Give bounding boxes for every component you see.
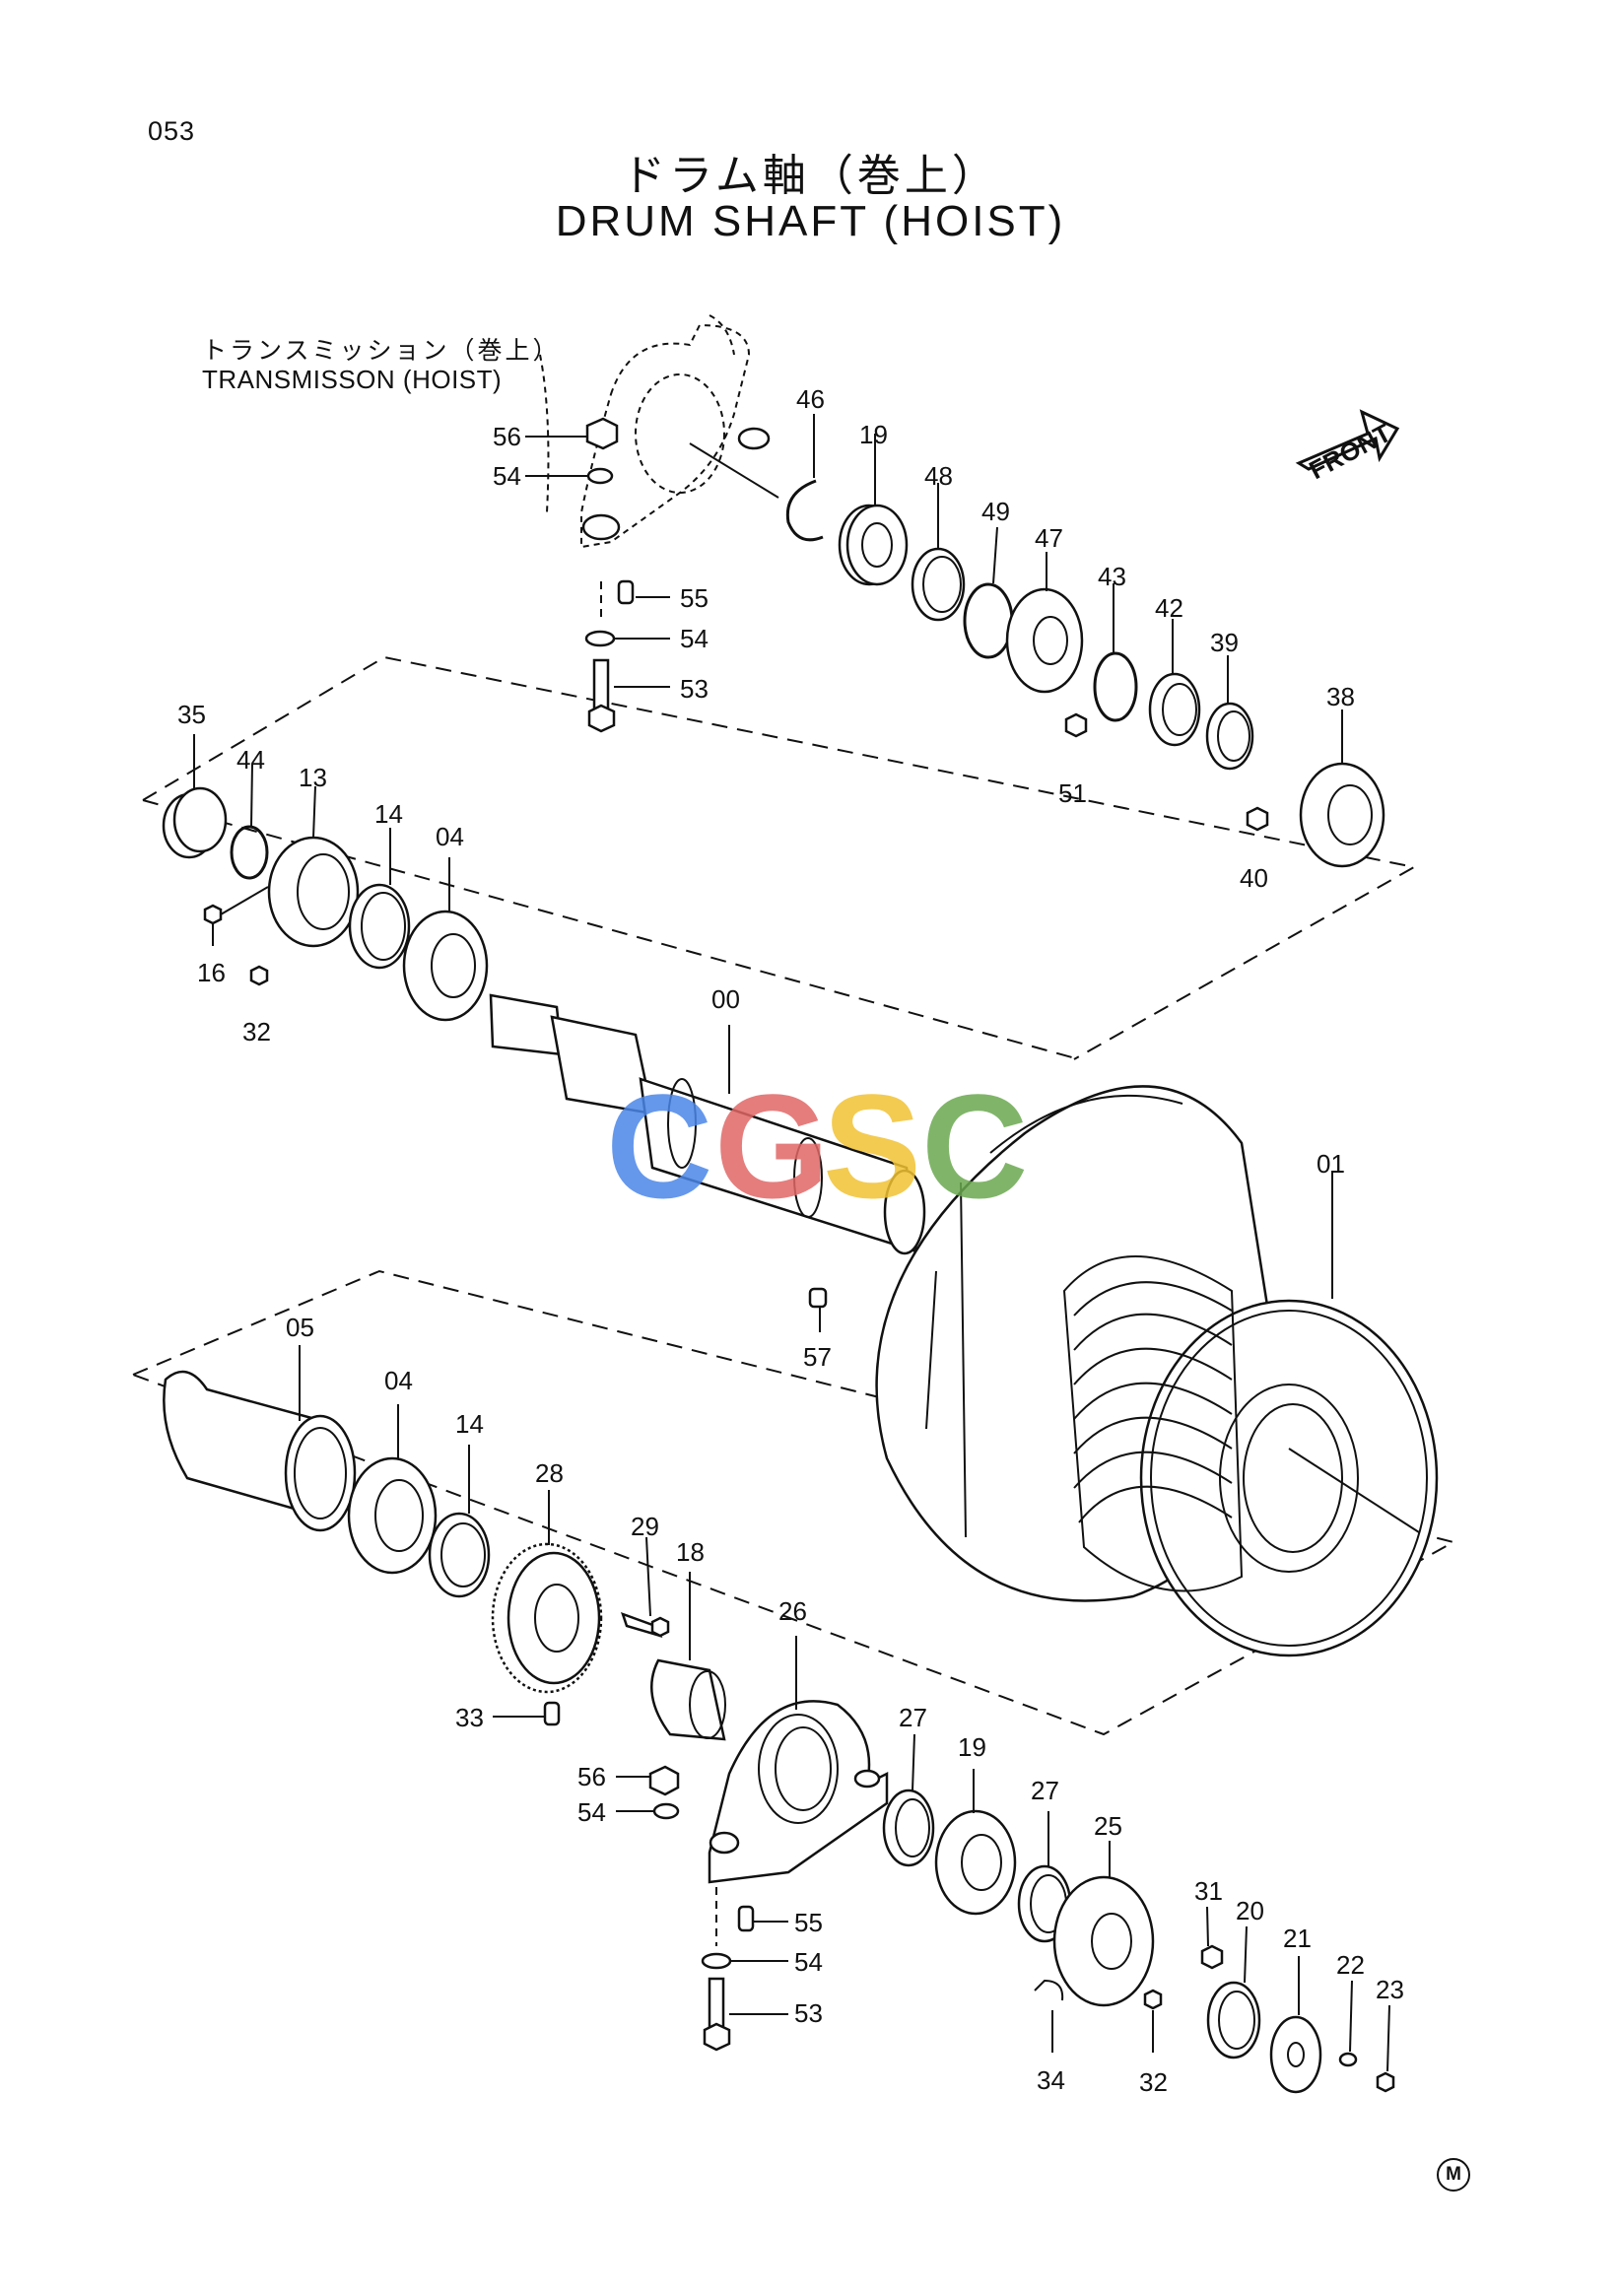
part-number-label: 42: [1155, 593, 1183, 623]
part-number-label: 38: [1326, 682, 1355, 711]
top-fasteners: [525, 417, 670, 733]
drum-shaft: [489, 993, 926, 1255]
circled-m-mark: M: [1437, 2158, 1470, 2192]
part-number-label: 25: [1094, 1811, 1122, 1841]
part-number-label: 27: [1031, 1776, 1059, 1805]
upper-right-parts: [785, 414, 1385, 868]
part-number-label: 23: [1376, 1975, 1404, 2004]
part-number-label: 56: [577, 1762, 606, 1791]
subassembly-label-english: TRANSMISSON (HOIST): [202, 365, 503, 394]
part-number-label: 19: [958, 1732, 986, 1762]
part-number-label: 20: [1236, 1896, 1264, 1925]
part-number-label: 13: [299, 763, 327, 792]
part-number-label: 54: [680, 624, 709, 653]
part-number-label: 54: [577, 1797, 606, 1827]
part-number-label: 51: [1058, 778, 1087, 808]
title-japanese: ドラム軸（巻上）: [622, 151, 999, 201]
watermark-letter: C: [606, 1063, 712, 1229]
page-code: 053: [148, 116, 196, 146]
part-number-label: 27: [899, 1703, 927, 1732]
part-number-label: 33: [455, 1703, 484, 1732]
part-number-label: 28: [535, 1458, 564, 1488]
watermark: C G S C: [606, 1063, 1028, 1229]
part-number-label: 14: [374, 799, 403, 829]
part-number-label: 14: [455, 1409, 484, 1439]
part-number-label: 56: [493, 422, 521, 451]
part-number-label: 31: [1194, 1876, 1223, 1906]
part-number-label: 54: [493, 461, 521, 491]
part-number-label: 32: [1139, 2067, 1168, 2097]
subassembly-label-japanese: トランスミッション（巻上）: [202, 336, 561, 365]
part-number-label: 40: [1240, 863, 1268, 893]
part-number-label: 39: [1210, 628, 1239, 657]
part-number-label: 53: [794, 1998, 823, 2028]
part-number-label: 04: [436, 822, 464, 851]
part-number-label: 00: [711, 984, 740, 1014]
part-number-label: 34: [1037, 2065, 1065, 2095]
part-number-label: 16: [197, 958, 226, 987]
part-number-label: 43: [1098, 562, 1126, 591]
title-english: DRUM SHAFT (HOIST): [555, 197, 1066, 245]
transmission-housing: [539, 314, 779, 549]
part-number-label: 21: [1283, 1924, 1312, 1953]
part-number-label: 19: [859, 420, 888, 449]
part-number-label: 53: [680, 674, 709, 704]
part-number-label: 29: [631, 1512, 659, 1541]
part-number-label: 26: [778, 1596, 807, 1626]
lower-left-parts: [163, 1345, 726, 1741]
part-number-label: 35: [177, 700, 206, 729]
part-number-label: 54: [794, 1947, 823, 1977]
part-number-label: 04: [384, 1366, 413, 1395]
part-number-label: 44: [236, 745, 265, 775]
part-number-label: 05: [286, 1313, 314, 1342]
part-number-label: 22: [1336, 1950, 1365, 1980]
part-number-label: 01: [1317, 1149, 1345, 1179]
watermark-letter: G: [714, 1063, 830, 1229]
part-number-label: 32: [242, 1017, 271, 1047]
part-number-label: 57: [803, 1342, 832, 1372]
part-number-label: 55: [794, 1908, 823, 1937]
bearing-housing: [616, 1636, 889, 2052]
winch-drum: [808, 1085, 1439, 1657]
part-number-label: 55: [680, 583, 709, 613]
part-number-labels: 56 54 55 54 53 46 19 48 49 47 43 42 39 3…: [177, 384, 1404, 2097]
part-number-label: 18: [676, 1537, 705, 1567]
watermark-letter: C: [921, 1063, 1028, 1229]
watermark-letter: S: [823, 1063, 921, 1229]
left-middle-parts: [162, 734, 489, 1022]
part-number-label: 46: [796, 384, 825, 414]
lower-right-parts: [882, 1733, 1395, 2094]
part-number-label: 47: [1035, 523, 1063, 553]
part-number-label: 48: [924, 461, 953, 491]
front-direction-arrow: FRONT: [1295, 409, 1400, 485]
part-number-label: 49: [981, 497, 1010, 526]
